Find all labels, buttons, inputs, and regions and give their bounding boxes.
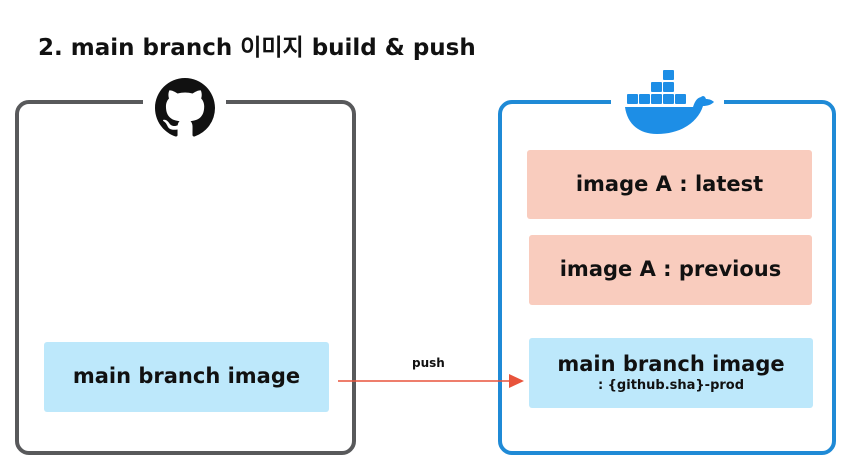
- image-latest-label: image A : latest: [575, 171, 764, 196]
- github-octocat-icon: [155, 78, 215, 137]
- docker-image-previous: image A : previous: [529, 235, 812, 305]
- push-arrow: [338, 374, 524, 388]
- docker-whale-icon: [625, 70, 714, 134]
- push-label: push: [412, 356, 445, 370]
- github-image-label: main branch image: [72, 364, 301, 389]
- image-previous-label: image A : previous: [559, 257, 782, 282]
- page-title: 2. main branch 이미지 build & push: [38, 35, 476, 61]
- docker-image-latest: image A : latest: [527, 150, 812, 219]
- docker-image-tag: : {github.sha}-prod: [597, 377, 745, 393]
- docker-main-branch-image: main branch image : {github.sha}-prod: [529, 338, 813, 408]
- docker-image-label: main branch image: [557, 351, 785, 376]
- github-main-branch-image: main branch image: [44, 342, 329, 412]
